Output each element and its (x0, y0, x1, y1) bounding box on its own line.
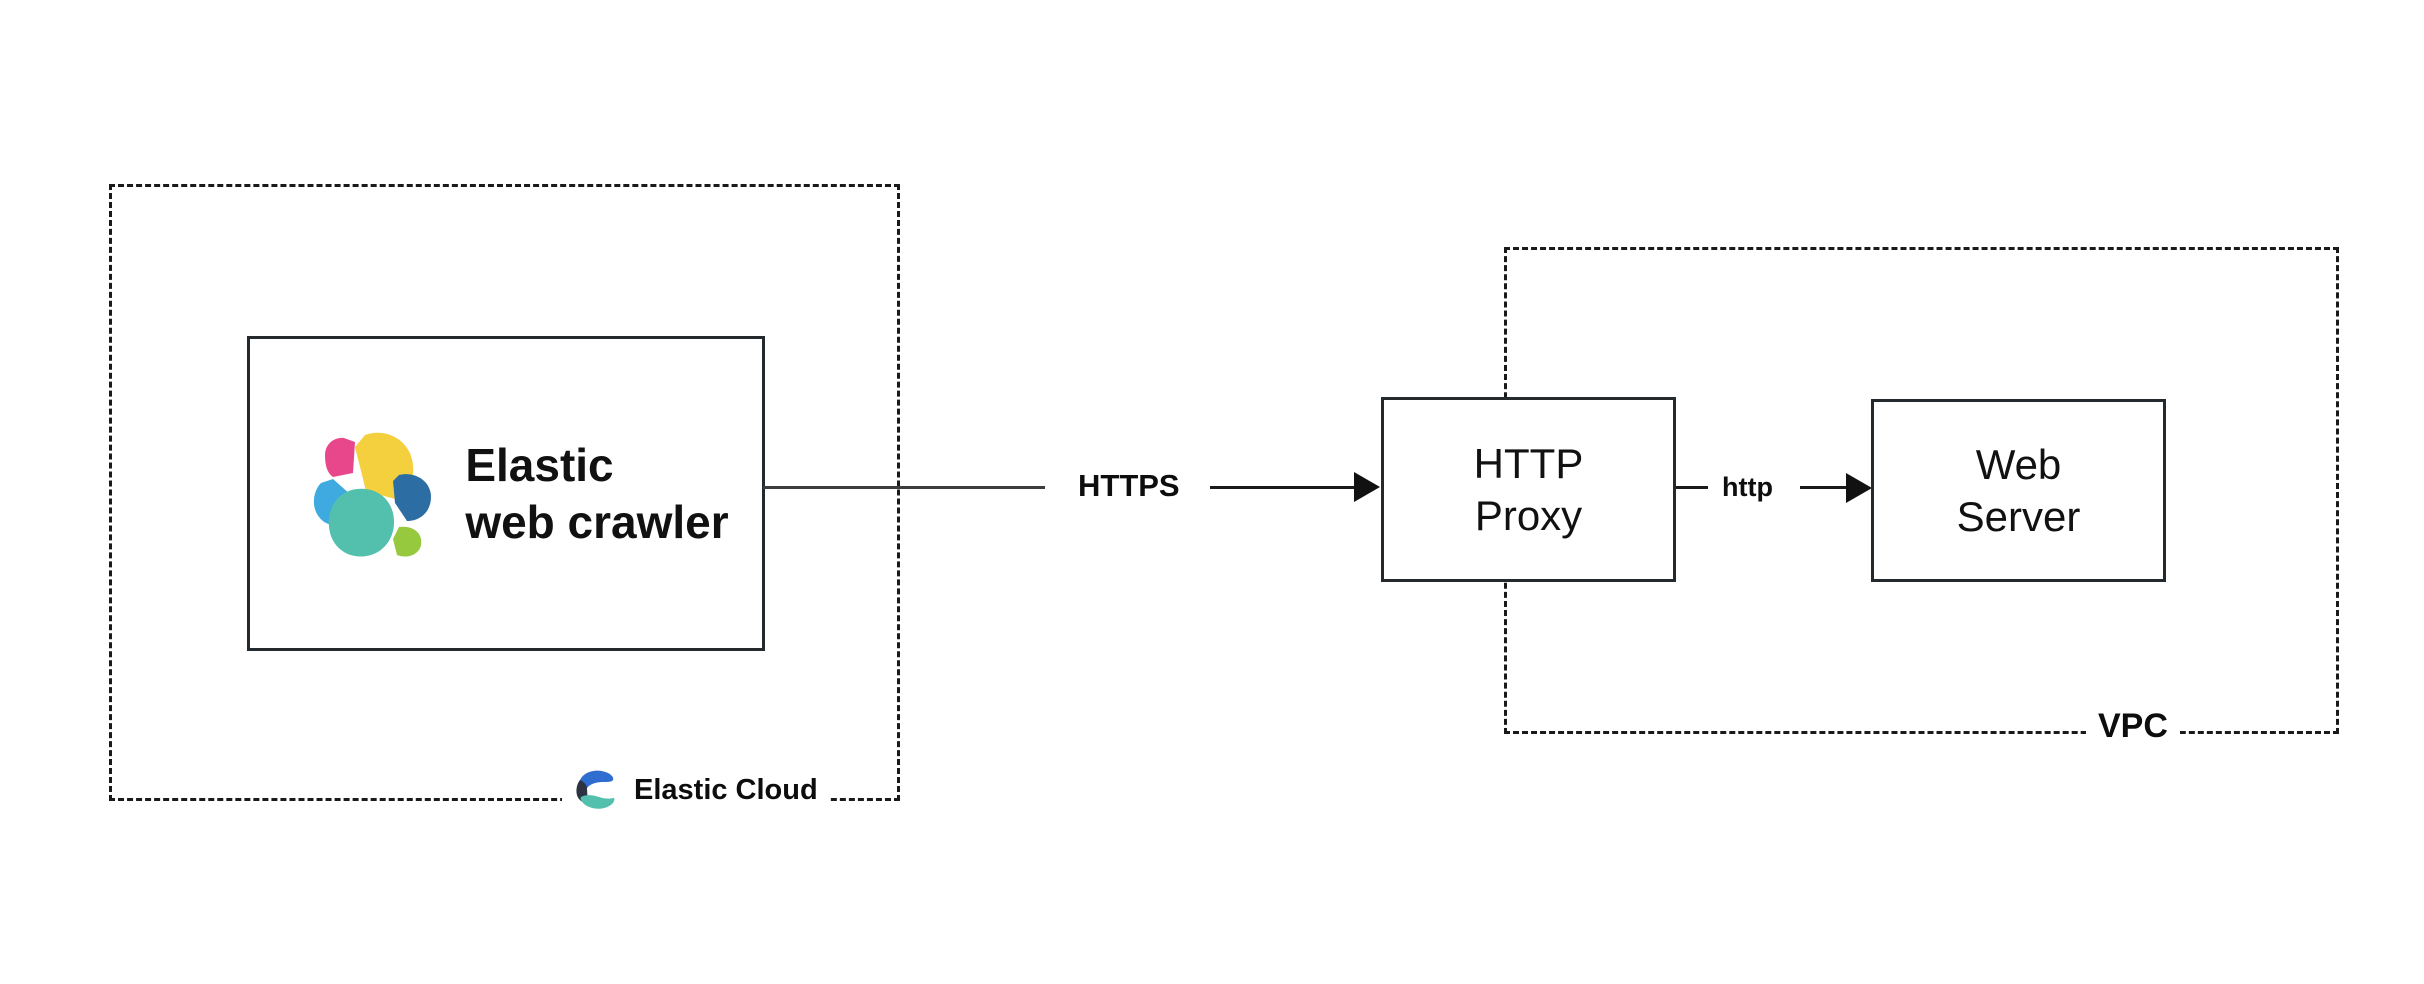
node-label-http-proxy: HTTP Proxy (1473, 440, 1584, 539)
arrow-head-to-http-proxy (1354, 472, 1380, 502)
edge-label-https: HTTPS (1078, 468, 1180, 503)
elastic-bloom-logo-icon (314, 432, 432, 557)
node-label-web-server: Web Server (1956, 441, 2081, 540)
zone-caption-vpc: VPC (2086, 707, 2180, 746)
edge-line-http-to-web-server (1800, 486, 1850, 489)
zone-caption-elastic-cloud: Elastic Cloud (562, 764, 828, 816)
node-http-proxy[interactable]: HTTP Proxy (1381, 397, 1676, 582)
node-elastic-web-crawler[interactable]: Elastic web crawler (247, 336, 765, 651)
zone-elastic-cloud (109, 184, 900, 801)
zone-caption-text-elastic-cloud: Elastic Cloud (634, 773, 818, 806)
edge-label-http: http (1722, 472, 1773, 502)
node-label-elastic-web-crawler: Elastic web crawler (465, 439, 729, 548)
edge-line-crawler-out (763, 486, 1045, 489)
elastic-cloud-logo-icon (576, 770, 615, 809)
arrow-head-to-web-server (1846, 473, 1872, 503)
edge-line-https-to-proxy (1210, 486, 1358, 489)
edge-line-proxy-out (1676, 486, 1708, 489)
node-web-server[interactable]: Web Server (1871, 399, 2166, 582)
